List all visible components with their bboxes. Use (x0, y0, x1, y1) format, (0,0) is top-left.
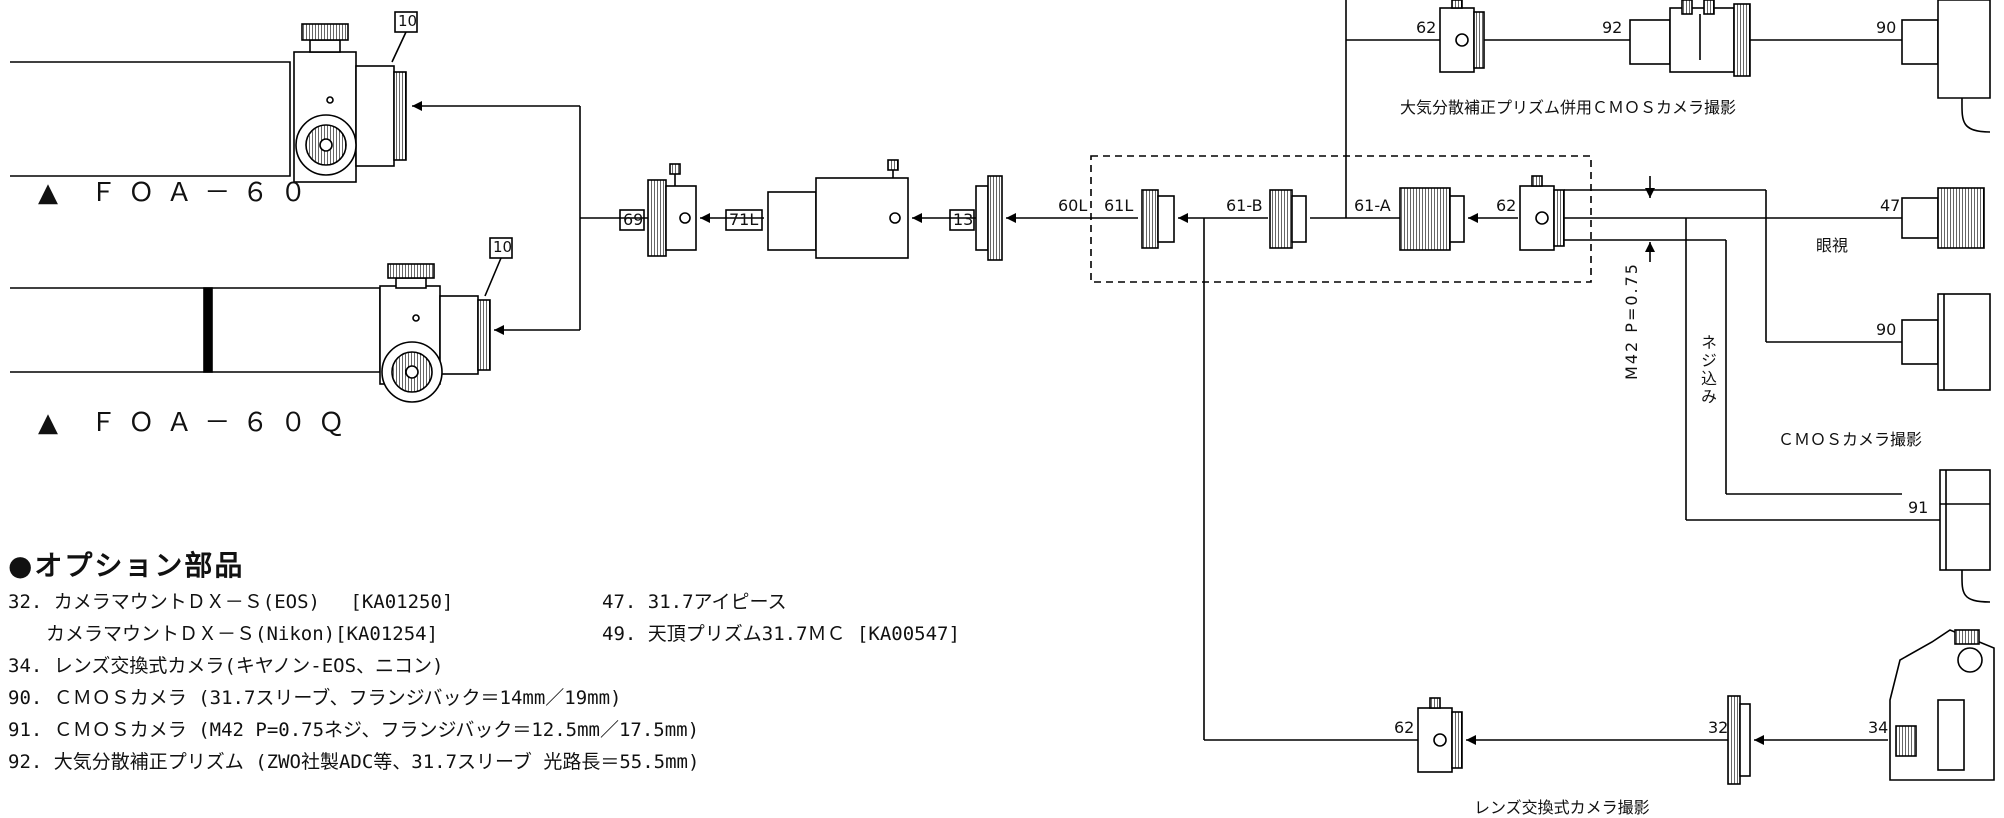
part-62-top-label: 62 (1416, 18, 1437, 37)
caption-adc-cmos: 大気分散補正プリズム併用ＣＭＯＳカメラ撮影 (1400, 98, 1737, 117)
option-item-32: 32. カメラマウントＤＸ－Ｓ(EOS) [KA01250] (8, 591, 454, 613)
caption-m42-thread: M42 P=0.75 (1622, 262, 1641, 380)
telescope-foa60 (10, 23, 407, 183)
caption-dslr: レンズ交換式カメラ撮影 (1474, 798, 1650, 817)
part-34-label: 34 (1868, 718, 1889, 737)
tag-10-bottom: 10 (493, 238, 513, 256)
part-61A-label: 61-A (1354, 196, 1391, 215)
caption-visual: 眼視 (1816, 236, 1849, 255)
option-item-92: 92. 大気分散補正プリズム (ZWO社製ADC等、31.7スリーブ 光路長＝5… (8, 751, 700, 773)
part-47-label: 47 (1880, 196, 1901, 215)
part-62-bottom-label: 62 (1394, 718, 1415, 737)
part-62-label: 62 (1496, 196, 1517, 215)
option-item-90: 90. ＣＭＯＳカメラ (31.7スリーブ、フランジバック＝14mm／19mm) (8, 687, 622, 709)
option-item-34: 34. レンズ交換式カメラ(キヤノン-EOS、ニコン) (8, 655, 444, 677)
tag-10-top: 10 (398, 12, 418, 30)
part-32-label: 32 (1708, 718, 1729, 737)
part-69-label: 69 (623, 210, 644, 229)
options-heading: ●オプション部品 (8, 549, 245, 582)
part-61B-label: 61-B (1226, 196, 1263, 215)
telescope-foa60q (10, 263, 491, 403)
part-13-label: 13 (953, 210, 974, 229)
part-60L-label: 60L (1058, 196, 1088, 215)
option-item-47: 47. 31.7アイピース (602, 591, 787, 613)
option-item-32-nikon: カメラマウントＤＸ－Ｓ(Nikon)[KA01254] (8, 623, 439, 645)
part-92-label: 92 (1602, 18, 1623, 37)
part-61L-label: 61L (1104, 196, 1134, 215)
part-90-top-label: 90 (1876, 18, 1897, 37)
option-item-91: 91. ＣＭＯＳカメラ (M42 P=0.75ネジ、フランジバック＝12.5mm… (8, 719, 700, 741)
caption-screw-in: ネジ込み (1695, 334, 1719, 406)
part-71L-label: 71L (729, 210, 759, 229)
telescope-title-foa60q: ▲ ＦＯＡ－６０Ｑ (38, 408, 357, 438)
option-item-49: 49. 天頂プリズム31.7ＭＣ [KA00547] (602, 623, 960, 645)
caption-cmos: ＣＭＯＳカメラ撮影 (1778, 430, 1923, 449)
telescope-title-foa60: ▲ ＦＯＡ－６０ (38, 178, 319, 208)
part-91-label: 91 (1908, 498, 1929, 517)
part-90-mid-label: 90 (1876, 320, 1897, 339)
